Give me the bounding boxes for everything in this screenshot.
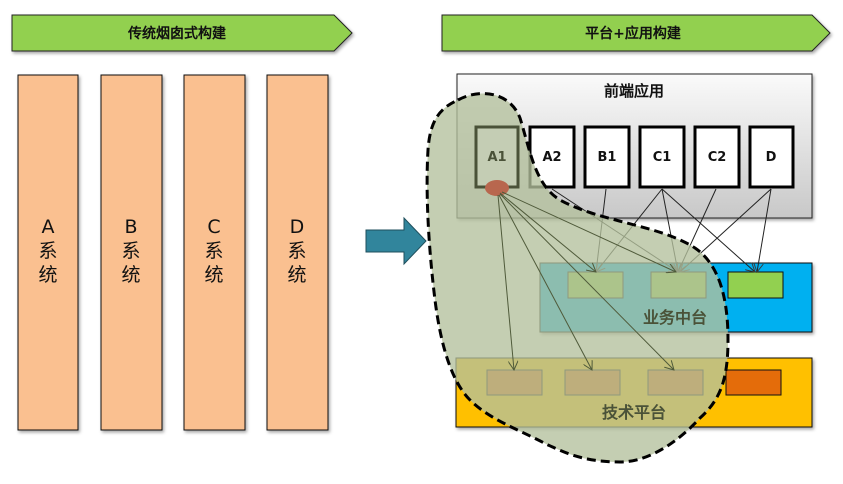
connection-a1-tech1 (497, 194, 514, 370)
silo-letter: D (290, 216, 305, 238)
right-banner-shape (441, 14, 831, 52)
left-banner-title: 传统烟囱式构建 (127, 25, 226, 42)
app-box (748, 125, 795, 189)
connection-a1-tech3 (499, 193, 674, 370)
silo-column (100, 74, 163, 431)
tech-platform-title: 技术平台 (602, 403, 666, 422)
app-c2: C2 (693, 125, 741, 189)
silo-system-b: B 系 统 (100, 74, 163, 431)
app-b1: B1 (583, 125, 631, 189)
silo-column (183, 74, 246, 431)
silo-letter: C (207, 216, 220, 238)
connection-c1-biz3 (661, 188, 755, 272)
connection-a1-biz1 (499, 192, 596, 272)
tech-module-4 (725, 369, 782, 396)
app-box (583, 125, 631, 189)
left-banner-shape (11, 14, 353, 52)
app-box (693, 125, 741, 189)
business-platform-title: 业务中台 (643, 308, 707, 327)
silo-char-2: 统 (121, 264, 140, 286)
silo-system-d: D 系 统 (266, 74, 329, 431)
connection-a1-biz2 (501, 191, 676, 272)
silo-system-a: A 系 统 (17, 74, 79, 431)
left-banner: 传统烟囱式构建 (11, 14, 353, 52)
connections-a1 (497, 191, 676, 370)
frontend-title: 前端应用 (604, 82, 664, 100)
right-arrow-icon (365, 216, 427, 266)
app-d: D (748, 125, 795, 189)
silo-char-2: 统 (204, 264, 223, 286)
app-label: A1 (487, 150, 506, 165)
app-box (474, 125, 520, 189)
silo-char-1: 系 (38, 240, 57, 262)
app-a1: A1 (474, 125, 520, 196)
connection-d-biz3 (757, 188, 772, 272)
right-banner: 平台+应用构建 (441, 14, 831, 52)
silo-char-2: 统 (287, 264, 306, 286)
app-label: C2 (708, 150, 727, 165)
connection-a1-tech2 (498, 194, 592, 370)
silo-letter: A (42, 216, 55, 238)
silo-system-c: C 系 统 (183, 74, 246, 431)
silo-column (266, 74, 329, 431)
silo-char-1: 系 (121, 240, 140, 262)
app-label: C1 (653, 150, 672, 165)
biz-module-3 (727, 271, 784, 299)
silo-char-1: 系 (204, 240, 223, 262)
silo-char-2: 统 (38, 264, 57, 286)
right-banner-title: 平台+应用构建 (585, 25, 681, 42)
silo-char-1: 系 (287, 240, 306, 262)
silo-column (17, 74, 79, 431)
app-label: A2 (542, 150, 561, 165)
app-label: B1 (598, 150, 617, 165)
app-label: D (766, 150, 777, 165)
silo-letter: B (124, 216, 137, 238)
app-c1: C1 (638, 125, 686, 189)
app-box (638, 125, 686, 189)
